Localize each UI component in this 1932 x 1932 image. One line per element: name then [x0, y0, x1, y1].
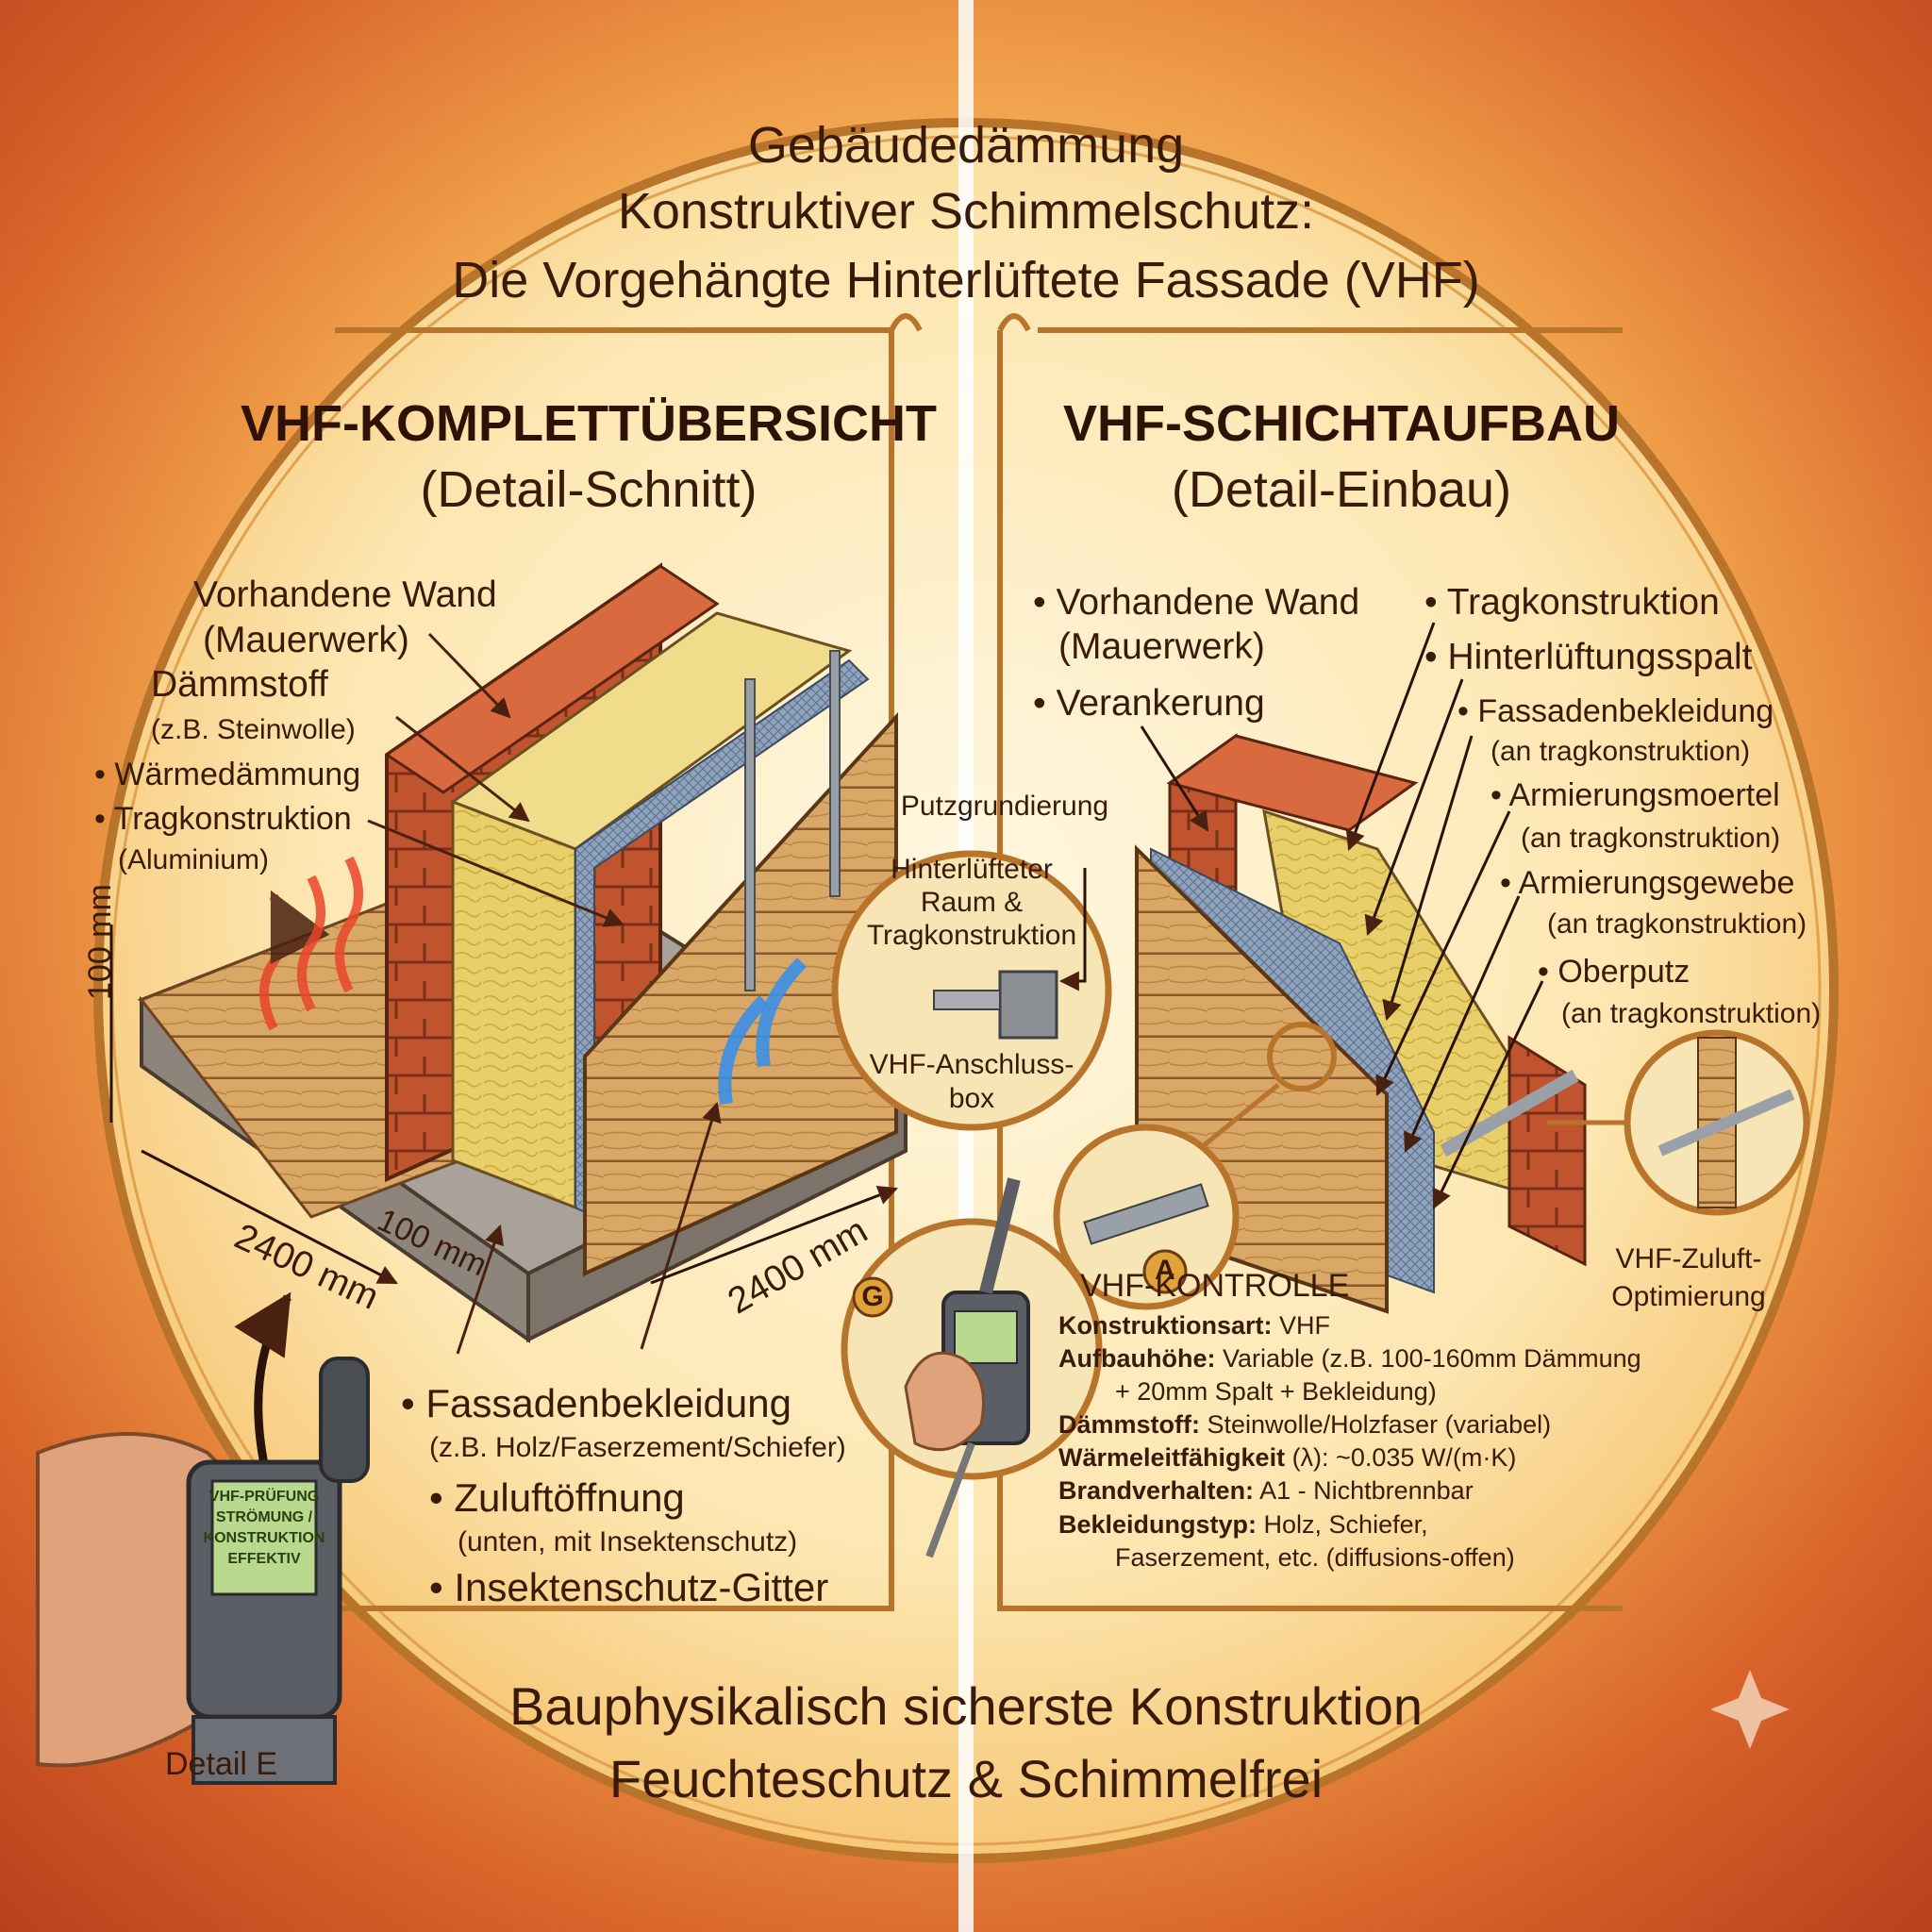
right-section-drawing: [1053, 622, 1810, 1314]
center-detail: [831, 850, 1112, 1558]
right-label-reinforcing-mortar-note: (an tragkonstruktion): [1521, 823, 1781, 854]
right-label-airflow-2: Optimierung: [1611, 1281, 1766, 1312]
device-screen-4: EFFEKTIV: [227, 1551, 301, 1567]
control-spec-key: Konstruktionsart:: [1058, 1311, 1273, 1340]
bullet-air-inlet-note: (unten, mit Insektenschutz): [458, 1526, 798, 1557]
right-label-topcoat: Oberputz: [1538, 954, 1690, 990]
control-spec-value: Holz, Schiefer,: [1257, 1509, 1428, 1539]
control-spec-row: Brandverhalten: A1 - Nichtbrennbar: [1058, 1474, 1641, 1507]
control-spec-row: Konstruktionsart: VHF: [1058, 1309, 1641, 1342]
dimension-height: 100 mm: [82, 884, 118, 1000]
title-line-3: Die Vorgehängte Hinterlüftete Fassade (V…: [452, 252, 1480, 308]
label-connection-box-1: VHF-Anschluss-: [869, 1049, 1074, 1080]
badge-a: A: [1155, 1255, 1175, 1286]
bullet-cladding: Fassadenbekleidung: [401, 1381, 791, 1425]
right-label-support-frame: Tragkonstruktion: [1424, 582, 1720, 624]
label-thermal-insulation: Wärmedämmung: [94, 757, 360, 792]
control-spec-row: Dämmstoff: Steinwolle/Holzfaser (variabe…: [1058, 1408, 1641, 1441]
left-panel-heading: VHF-KOMPLETTÜBERSICHT: [241, 395, 937, 452]
label-aluminium: (Aluminium): [118, 844, 270, 875]
label-insulation-example: (z.B. Steinwolle): [151, 714, 356, 745]
control-spec-value: + 20mm Spalt + Bekleidung): [1058, 1377, 1437, 1407]
control-spec-row: Wärmeleitfähigkeit (λ): ~0.035 W/(m·K): [1058, 1441, 1641, 1474]
device-screen-2: STRÖMUNG /: [215, 1509, 313, 1525]
control-spec-key: Brandverhalten:: [1058, 1476, 1255, 1506]
left-panel-subheading: (Detail-Schnitt): [420, 461, 758, 518]
right-label-cladding: Fassadenbekleidung: [1457, 693, 1774, 729]
footer-line-1: Bauphysikalisch sicherste Konstruktion: [508, 1676, 1424, 1736]
control-spec-value: Steinwolle/Holzfaser (variabel): [1200, 1410, 1552, 1440]
badge-g: G: [861, 1281, 884, 1312]
right-label-reinforcing-fabric: Armierungsgewebe: [1500, 865, 1794, 901]
title-line-2: Konstruktiver Schimmelschutz:: [617, 183, 1315, 240]
right-label-anchoring: Verankerung: [1033, 683, 1265, 724]
control-spec-key: Wärmeleitfähigkeit: [1058, 1443, 1286, 1473]
label-existing-wall: Vorhandene Wand: [193, 575, 497, 615]
label-plaster-primer: Putzgrundierung: [900, 791, 1109, 822]
device-screen-1: VHF-PRÜFUNG: [208, 1489, 320, 1505]
control-spec-row: Bekleidungstyp: Holz, Schiefer,: [1058, 1508, 1641, 1541]
device-caption: Detail E: [165, 1746, 278, 1782]
label-insulation-material: Dämmstoff: [151, 664, 328, 705]
right-label-masonry: (Mauerwerk): [1058, 626, 1265, 667]
right-panel-frame: [997, 327, 1623, 1611]
right-label-topcoat-note: (an tragkonstruktion): [1561, 998, 1822, 1029]
bullet-insect-mesh: Insektenschutz-Gitter: [429, 1565, 828, 1609]
control-spec-key: Bekleidungstyp:: [1058, 1509, 1257, 1539]
right-label-reinforcing-mortar: Armierungsmoertel: [1491, 777, 1779, 813]
right-label-reinforcing-fabric-note: (an tragkonstruktion): [1547, 908, 1807, 940]
control-spec-key: Aufbauhöhe:: [1058, 1344, 1216, 1374]
right-panel-heading: VHF-SCHICHTAUFBAU: [1063, 395, 1620, 452]
measuring-device: [36, 1357, 370, 1785]
control-spec-value: VHF: [1272, 1311, 1331, 1340]
control-spec-value: (λ): ~0.035 W/(m·K): [1285, 1443, 1517, 1473]
device-screen-3: KONSTRUKTION: [203, 1530, 325, 1546]
label-masonry: (Mauerwerk): [203, 620, 409, 660]
right-label-cladding-note: (an tragkonstruktion): [1491, 736, 1751, 767]
label-ventilated-space-1: Hinterlüfteter: [891, 854, 1053, 885]
right-label-ventilation-gap: Hinterlüftungsspalt: [1424, 637, 1753, 678]
left-section-drawing: [109, 562, 910, 1488]
control-spec-value: A1 - Nichtbrennbar: [1254, 1476, 1474, 1506]
control-heading: VHF-KONTROLLE: [1080, 1268, 1350, 1304]
label-ventilated-space-2: Raum &: [920, 887, 1024, 918]
footer-line-2: Feuchteschutz & Schimmelfrei: [608, 1749, 1324, 1808]
control-spec-row: Faserzement, etc. (diffusions-offen): [1058, 1541, 1641, 1574]
bullet-air-inlet: Zuluftöffnung: [429, 1475, 684, 1520]
title-line-1: Gebäudedämmung: [747, 117, 1185, 174]
control-spec-row: Aufbauhöhe: Variable (z.B. 100-160mm Däm…: [1058, 1342, 1641, 1375]
label-ventilated-space-3: Tragkonstruktion: [866, 920, 1077, 951]
control-spec-row: + 20mm Spalt + Bekleidung): [1058, 1375, 1641, 1408]
control-spec-key: Dämmstoff:: [1058, 1410, 1201, 1440]
right-label-airflow-1: VHF-Zuluft-: [1615, 1243, 1762, 1274]
control-spec-value: Variable (z.B. 100-160mm Dämmung: [1215, 1344, 1641, 1374]
right-label-existing-wall: Vorhandene Wand: [1033, 582, 1360, 624]
label-support-frame: Tragkonstruktion: [94, 801, 352, 837]
bullet-cladding-note: (z.B. Holz/Faserzement/Schiefer): [429, 1432, 846, 1463]
control-spec-value: Faserzement, etc. (diffusions-offen): [1058, 1542, 1515, 1572]
label-connection-box-2: box: [948, 1083, 995, 1114]
right-panel-subheading: (Detail-Einbau): [1171, 461, 1512, 518]
